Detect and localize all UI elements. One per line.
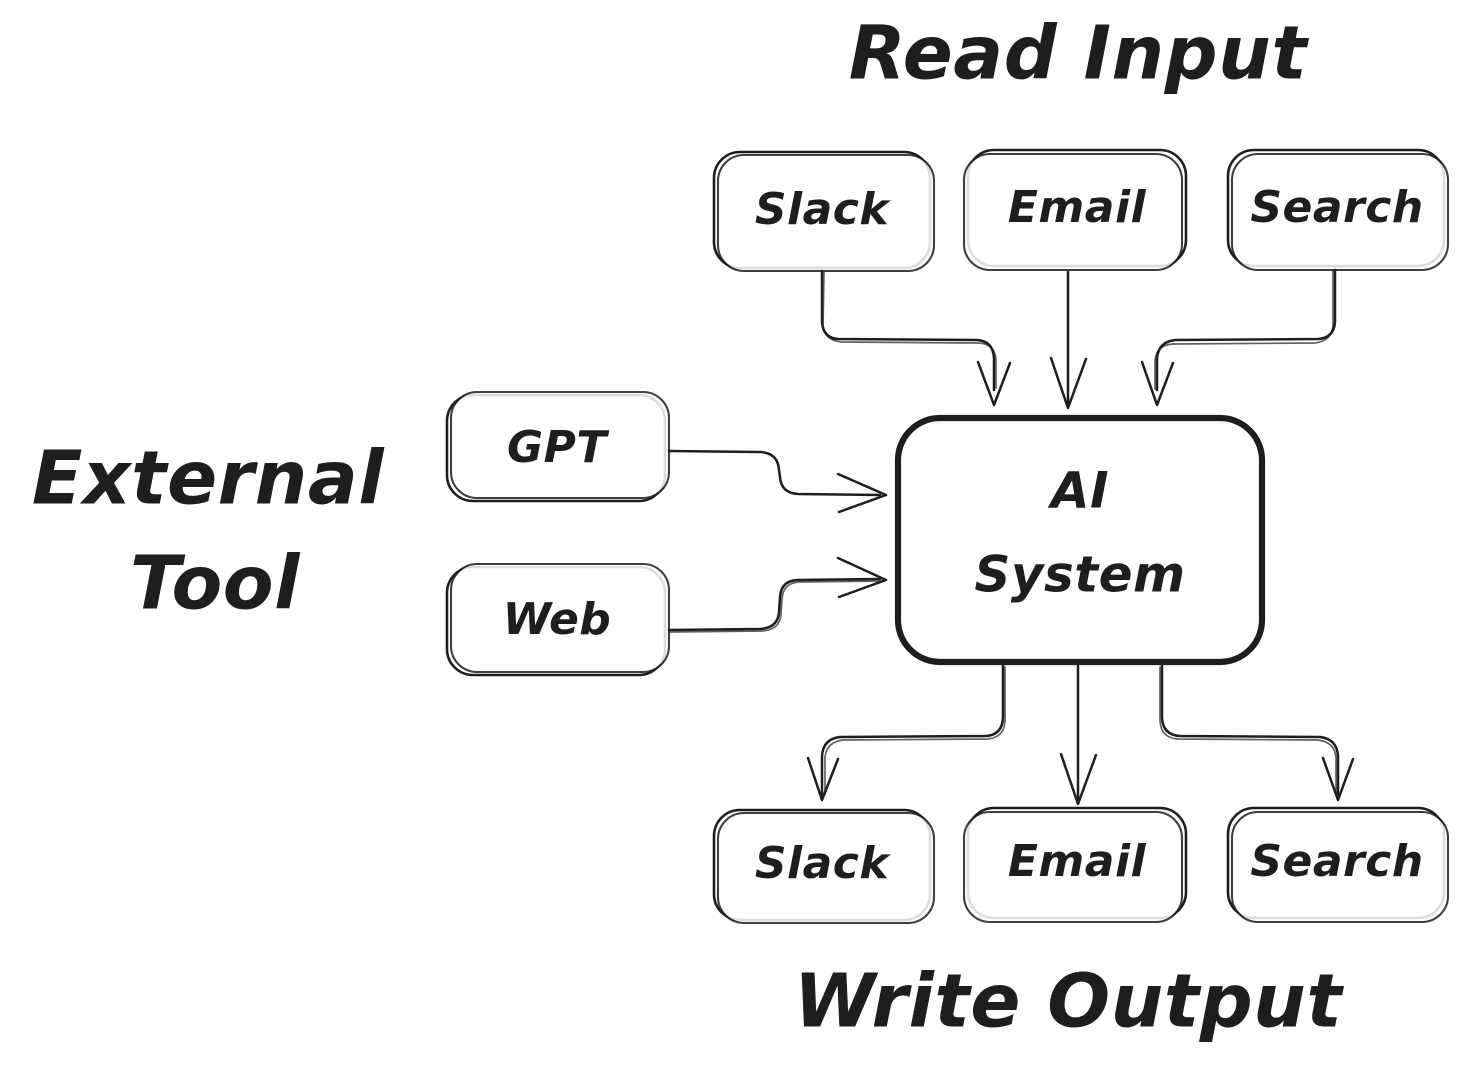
node-input-search-label: Search [1250,182,1423,233]
node-output-search-label: Search [1250,836,1423,887]
node-input-email-label: Email [1008,182,1147,233]
edge-search-in-to-ai-system [1140,266,1337,407]
node-tool-web-label: Web [503,594,612,645]
edge-ai-system-to-slack-out [806,663,1006,802]
node-ai-system-label-line1: AI [1047,462,1109,520]
node-output-search[interactable]: Search [1226,806,1450,924]
node-output-slack[interactable]: Slack [712,808,936,925]
node-input-email[interactable]: Email [962,148,1188,272]
node-output-slack-label: Slack [755,838,892,889]
edge-slack-in-to-ai-system [820,268,1012,407]
node-ai-system-label-line2: System [974,546,1185,604]
edge-gpt-to-ai-system [666,449,888,514]
section-title-write-output: Write Output [794,959,1345,1045]
node-tool-gpt-label: GPT [507,422,609,473]
node-input-slack-label: Slack [755,184,892,235]
edge-email-in-to-ai-system [1049,270,1088,410]
node-input-search[interactable]: Search [1226,148,1450,272]
section-title-external-tool-line1: External [32,436,385,522]
section-title-read-input: Read Input [849,11,1310,97]
node-output-email[interactable]: Email [962,806,1188,924]
edge-ai-system-to-email-out [1059,664,1098,806]
node-ai-system[interactable]: AI System [894,414,1266,666]
node-tool-web[interactable]: Web [445,562,671,677]
edge-web-to-ai-system [666,556,888,633]
node-output-email-label: Email [1008,836,1147,887]
node-input-slack[interactable]: Slack [712,150,936,273]
edge-ai-system-to-search-out [1159,663,1355,802]
section-title-external-tool-line2: Tool [130,541,301,627]
node-tool-gpt[interactable]: GPT [445,390,671,503]
